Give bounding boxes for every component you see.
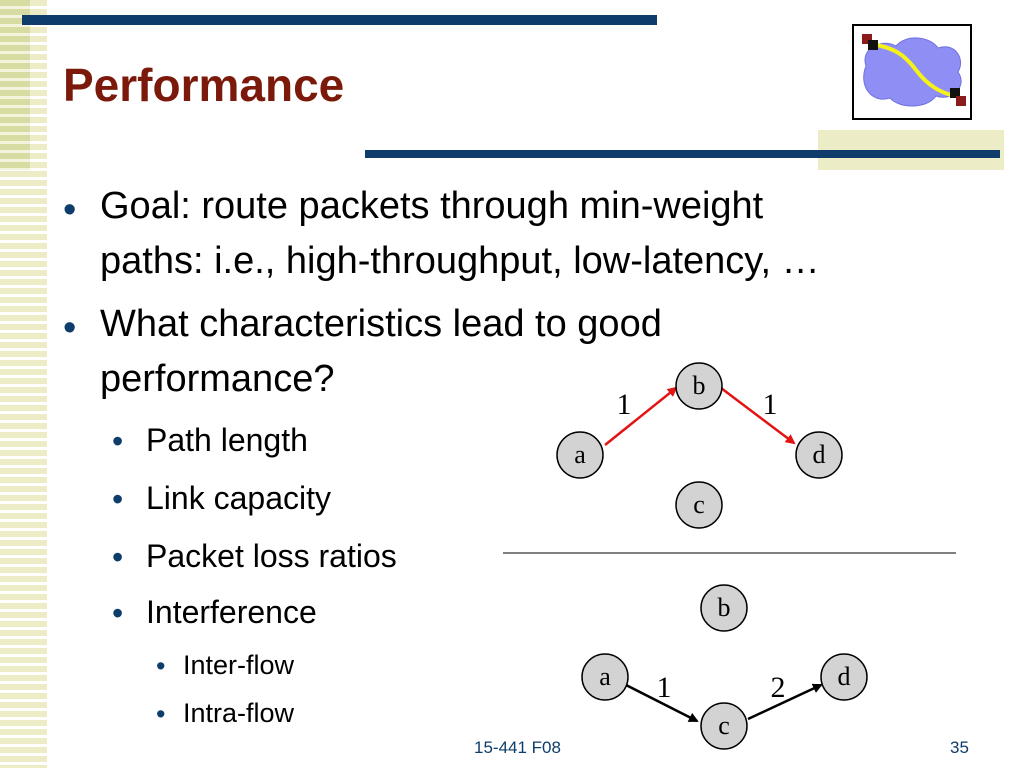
title-underline-bar	[365, 150, 1000, 158]
bottom-edge-a-c	[625, 683, 699, 723]
footer-course: 15-441 F08	[474, 738, 561, 757]
top-node-a: a	[556, 431, 604, 479]
top-node-c: c	[675, 481, 723, 529]
node-label: d	[838, 662, 851, 691]
stripe-divider	[47, 0, 50, 768]
logo	[852, 24, 972, 120]
left-stripe-accent	[0, 0, 30, 170]
bullet-dot: •	[63, 307, 77, 349]
sub-bullet-dot: •	[112, 539, 124, 575]
sub-sub-bullet-intra-flow: Intra-flow	[183, 698, 295, 728]
sub-bullet-dot: •	[112, 423, 124, 459]
top-edge-a-b	[604, 386, 678, 446]
node-label: c	[718, 711, 730, 740]
sub-bullet-link-capacity: Link capacity	[146, 480, 331, 516]
bottom-edge-weight-a-c: 1	[657, 671, 672, 704]
sub-bullet-dot: •	[112, 595, 124, 631]
sub-bullet-packet-loss: Packet loss ratios	[146, 538, 397, 574]
node-label: a	[599, 662, 611, 691]
top-edge-weight-a-b: 1	[617, 388, 632, 421]
top-edge-weight-b-d: 1	[763, 388, 778, 421]
bottom-node-d: d	[820, 653, 868, 701]
network-cloud-path-icon	[862, 34, 966, 107]
node-label: c	[693, 490, 705, 519]
top-accent-bar	[22, 15, 657, 25]
bullet-characteristics-line2: performance?	[100, 358, 335, 400]
bullet-dot: •	[63, 189, 77, 231]
node-label: b	[718, 593, 731, 622]
sub-sub-bullet-dot: •	[156, 651, 166, 681]
bottom-node-c: c	[700, 702, 748, 750]
footer-page-number: 35	[950, 738, 969, 757]
top-edge-b-d	[720, 387, 796, 445]
bullet-characteristics-line1: What characteristics lead to good	[100, 303, 662, 345]
node-label: b	[693, 371, 706, 400]
bullet-goal-line1: Goal: route packets through min-weight	[100, 185, 764, 227]
bottom-node-a: a	[581, 653, 629, 701]
sub-sub-bullet-inter-flow: Inter-flow	[183, 650, 295, 680]
slide-title: Performance	[63, 59, 345, 111]
sub-bullet-dot: •	[112, 481, 124, 517]
bottom-edge-weight-c-d: 2	[771, 671, 786, 704]
top-node-d: d	[795, 431, 843, 479]
sub-bullet-path-length: Path length	[146, 422, 308, 458]
bullet-goal-line2: paths: i.e., high-throughput, low-latenc…	[100, 240, 820, 282]
node-label: d	[813, 440, 826, 469]
bottom-node-b: b	[700, 584, 748, 632]
sub-bullet-interference: Interference	[146, 594, 317, 630]
bottom-edge-c-d	[747, 683, 823, 721]
sub-sub-bullet-dot: •	[156, 699, 166, 729]
top-node-b: b	[675, 362, 723, 410]
node-label: a	[574, 440, 586, 469]
